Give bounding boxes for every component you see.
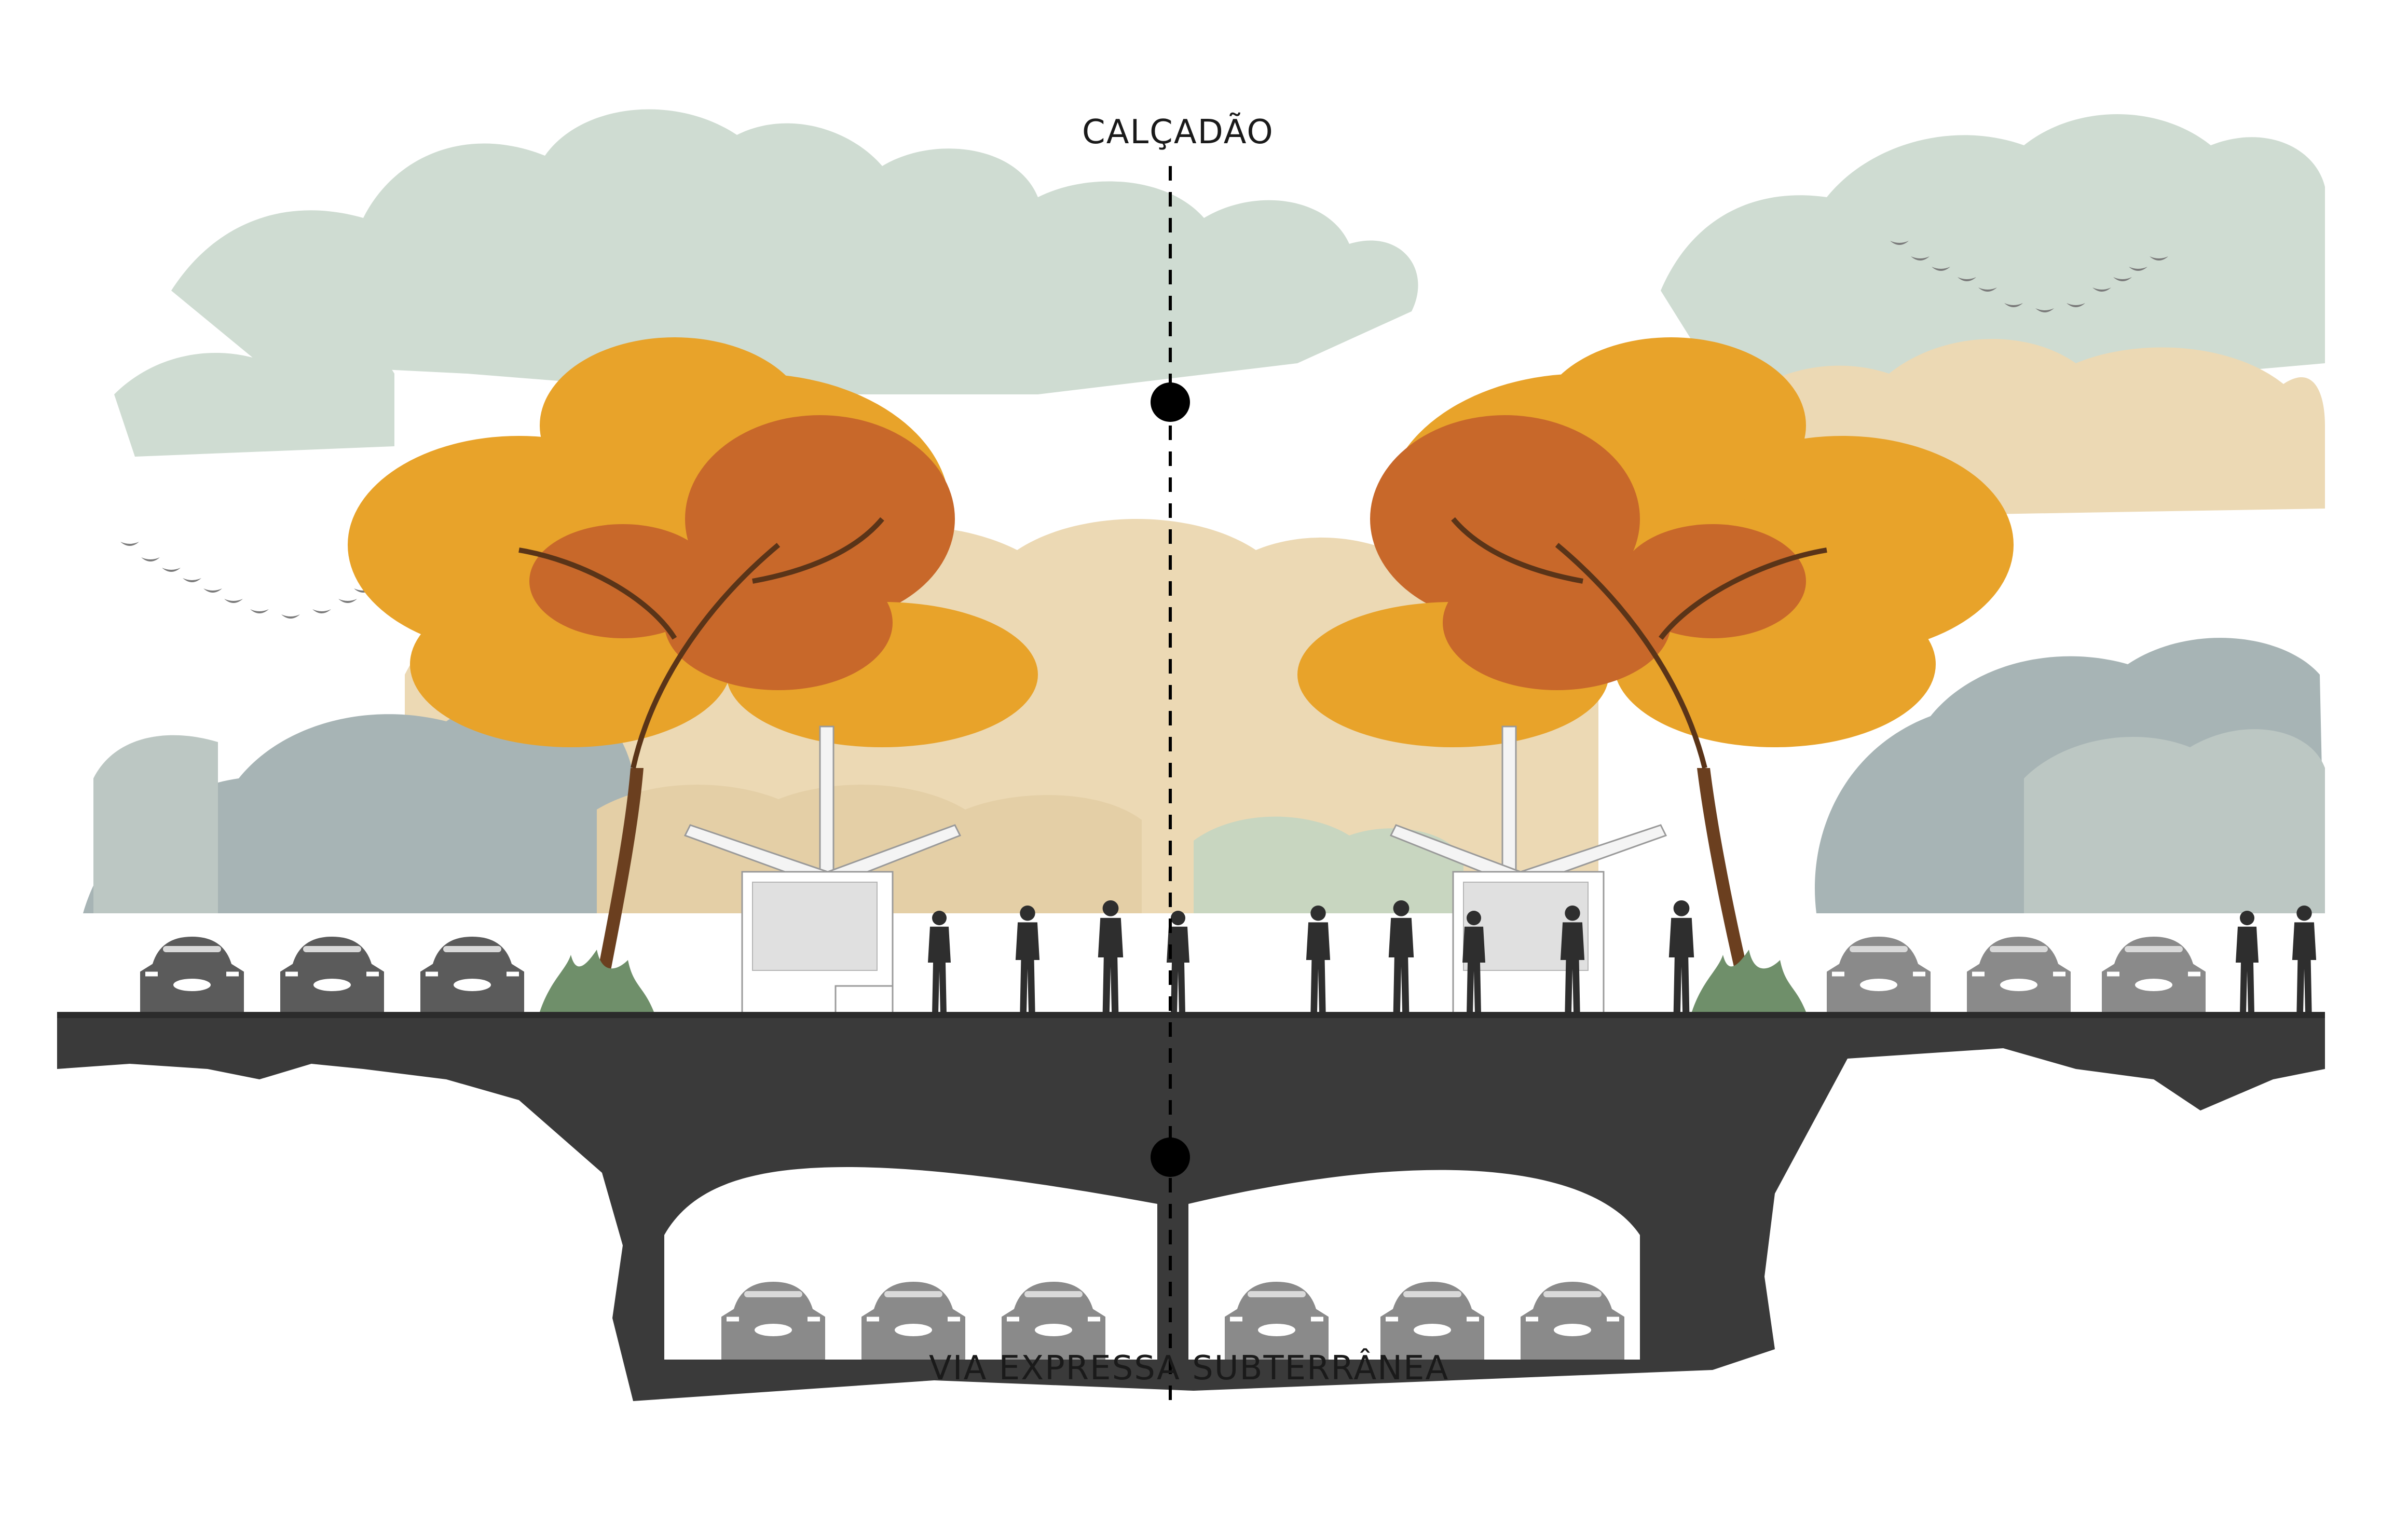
structure xyxy=(57,1012,2325,1401)
car-icon xyxy=(280,937,384,1014)
bird-icon xyxy=(1958,277,1976,281)
bird-icon xyxy=(2092,287,2111,292)
label-calcadao: CALÇADÃO xyxy=(1082,113,1274,152)
bird-icon xyxy=(224,599,243,603)
tree-right-branches xyxy=(1451,517,1827,769)
tree-left-branches xyxy=(518,517,884,769)
bird-icon xyxy=(312,609,331,613)
bird-icon xyxy=(281,614,300,619)
pedestrian-icon xyxy=(1098,900,1124,1014)
bird-icon xyxy=(120,542,139,546)
pedestrian-icon xyxy=(1668,900,1694,1014)
cloud-green-lower xyxy=(1194,816,1463,913)
tree-left-canopy-g xyxy=(664,555,893,690)
pedestrian-icon xyxy=(2292,906,2317,1014)
pedestrian-icon xyxy=(1388,900,1414,1014)
cloud-green xyxy=(171,109,1418,394)
cloud-tan-lower xyxy=(597,785,1142,913)
bird-icon xyxy=(1932,267,1950,271)
bird-icon xyxy=(2004,303,2023,307)
bird-icon xyxy=(2113,277,2132,281)
pedestrian-icon xyxy=(2236,911,2259,1014)
deck-and-tunnel-section xyxy=(57,1014,2325,1401)
car-icon xyxy=(1380,1282,1484,1360)
car-icon xyxy=(1225,1282,1329,1360)
pedestrian-icon xyxy=(1167,911,1189,1014)
pedestrian-icon xyxy=(928,911,951,1014)
bird-icon xyxy=(203,588,222,593)
bird-icon xyxy=(1911,256,1930,260)
tree-right-trunk xyxy=(1697,768,1749,976)
bird-icon xyxy=(1890,241,1909,245)
grass-right xyxy=(1692,950,1806,1012)
tree-right-canopy-h xyxy=(1619,524,1806,638)
label-via-expressa: VIA EXPRESSA SUBTERRÂNEA xyxy=(929,1349,1449,1388)
tree-left-trunk xyxy=(597,768,644,976)
car-icon xyxy=(2102,937,2206,1014)
bird-icon xyxy=(250,609,269,613)
bird-icon xyxy=(338,599,357,603)
car-icon xyxy=(1521,1282,1624,1360)
street-cars xyxy=(140,937,2206,1014)
cloud-green-right xyxy=(1661,114,2325,394)
pedestrian-icon xyxy=(1462,911,1485,1014)
cloud-green-left-low xyxy=(114,342,394,457)
cloud-mid-right xyxy=(2024,729,2325,913)
bird-icon xyxy=(2150,256,2168,260)
bird-icon xyxy=(2035,308,2054,312)
car-icon xyxy=(861,1282,965,1360)
section-marker-icon-top xyxy=(1151,382,1190,422)
pedestrian-icon xyxy=(1560,906,1585,1014)
tree-right xyxy=(1297,337,2014,976)
cloud-mid-left xyxy=(93,735,218,913)
car-icon xyxy=(140,937,244,1014)
car-icon xyxy=(1002,1282,1105,1360)
grass-left xyxy=(540,950,654,1012)
tree-left-canopy-h xyxy=(529,524,716,638)
pedestrians xyxy=(928,900,2317,1014)
pedestrian-icon xyxy=(1015,906,1040,1014)
kiosk-icon-left xyxy=(683,725,962,1018)
car-icon xyxy=(721,1282,825,1360)
section-markers xyxy=(1151,166,1190,1401)
tree-right-canopy-g xyxy=(1443,555,1671,690)
car-icon xyxy=(1827,937,1931,1014)
tree-left xyxy=(348,337,1038,976)
section-marker-icon-bottom xyxy=(1151,1137,1190,1177)
bird-icon xyxy=(162,568,181,572)
kiosk-left-shutter xyxy=(752,882,878,971)
bird-icon xyxy=(2129,267,2147,271)
bird-icon xyxy=(2067,303,2085,307)
tunnel-cars xyxy=(721,1282,1624,1360)
car-icon xyxy=(1967,937,2071,1014)
bird-icon xyxy=(1978,287,1997,292)
deck-surface xyxy=(57,1012,2325,1018)
cloud-bluegray-left xyxy=(83,694,637,913)
car-icon xyxy=(420,937,524,1014)
bird-icon xyxy=(141,557,160,561)
bird-icon xyxy=(183,578,201,582)
pedestrian-icon xyxy=(1306,906,1331,1014)
